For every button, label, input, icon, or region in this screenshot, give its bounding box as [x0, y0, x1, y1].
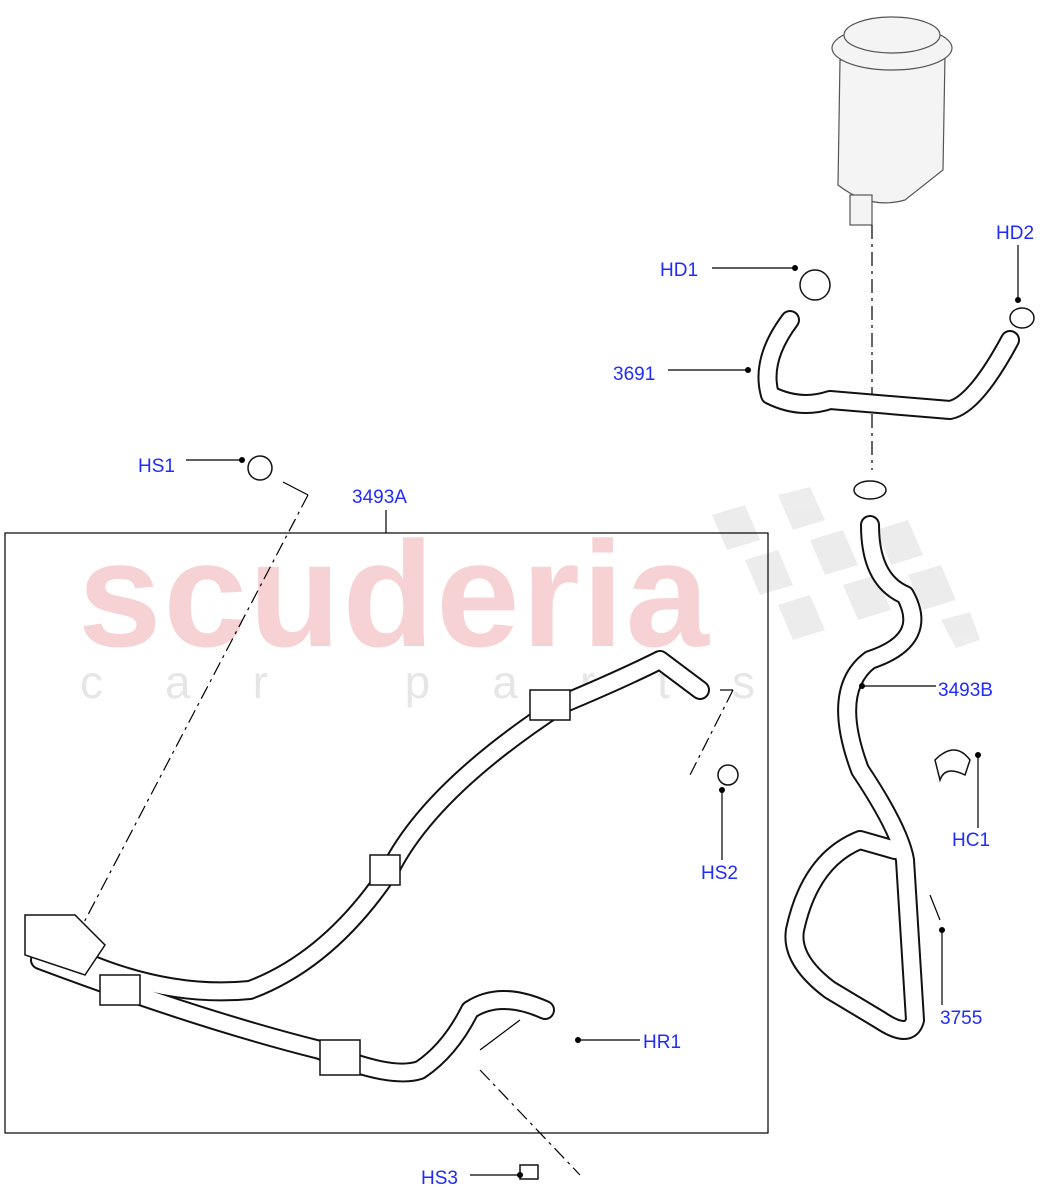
label-hr1[interactable]: HR1 [643, 1032, 682, 1053]
clamp-hd1 [799, 269, 831, 301]
watermark-flag [712, 487, 980, 648]
hose-ferrule [529, 689, 571, 721]
label-3691[interactable]: 3691 [613, 364, 656, 385]
label-hs2[interactable]: HS2 [701, 863, 738, 884]
label-hs3[interactable]: HS3 [421, 1168, 458, 1189]
bolt-hs1 [247, 455, 273, 481]
label-hs1[interactable]: HS1 [138, 456, 175, 477]
clamp-top [853, 480, 887, 500]
label-hd1[interactable]: HD1 [660, 260, 699, 281]
bolt-hs2 [717, 764, 739, 786]
label-hd2[interactable]: HD2 [996, 223, 1035, 244]
label-3493b[interactable]: 3493B [938, 680, 993, 701]
reservoir [831, 16, 953, 226]
label-3755[interactable]: 3755 [940, 1008, 983, 1029]
hose-manifold [24, 914, 106, 976]
clamp-hd2 [1009, 307, 1035, 329]
label-hc1[interactable]: HC1 [952, 830, 991, 851]
clamp-hc1 [934, 749, 971, 783]
bolt-hs3 [519, 1164, 539, 1180]
label-3493a[interactable]: 3493A [352, 487, 407, 508]
watermark-brand: scuderia [78, 510, 711, 678]
